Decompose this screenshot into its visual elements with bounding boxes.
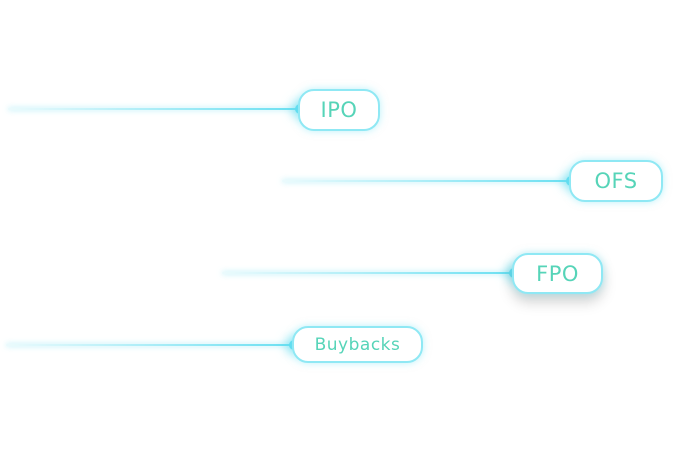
node-ofs: OFS <box>569 160 663 202</box>
node-buybacks-label: Buybacks <box>314 334 401 355</box>
node-ipo: IPO <box>298 89 380 131</box>
connector-line-buybacks <box>6 344 294 346</box>
node-buybacks: Buybacks <box>292 326 423 363</box>
node-ipo-label: IPO <box>320 98 358 122</box>
connector-line-ipo <box>8 108 300 110</box>
connector-line-fpo <box>222 272 514 274</box>
node-fpo-label: FPO <box>536 261 579 286</box>
node-fpo: FPO <box>512 253 603 294</box>
connector-line-ofs <box>282 180 571 182</box>
node-ofs-label: OFS <box>594 169 638 193</box>
